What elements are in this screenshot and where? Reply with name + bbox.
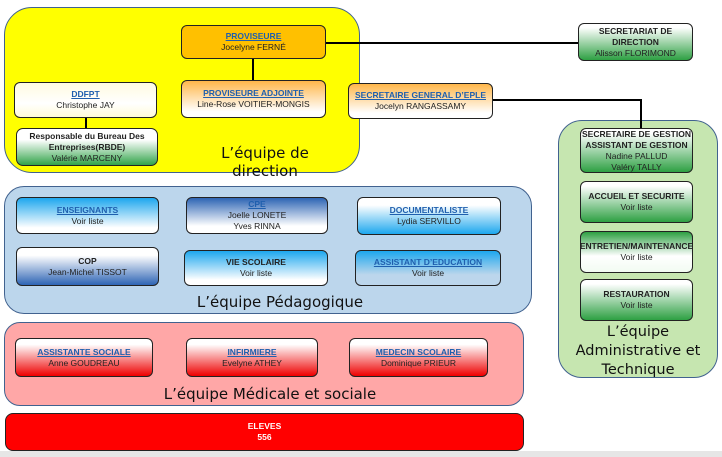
connector-proviseure-adjointe: [252, 58, 254, 81]
secretaire-general-title[interactable]: SECRETAIRE GENERAL D’EPLE: [355, 90, 486, 100]
connector-sg-gestion-h: [492, 99, 642, 101]
cop-title: COP: [78, 255, 97, 266]
assistant-education-title[interactable]: ASSISTANT D’EDUCATION: [373, 257, 483, 267]
restauration-title: RESTAURATION: [603, 289, 670, 299]
cop-name: Jean-Michel TISSOT: [48, 266, 127, 277]
connector-sg-gestion-v: [640, 99, 642, 129]
entretien-maintenance-node[interactable]: ENTRETIEN/MAINTENANCE Voir liste: [580, 231, 693, 273]
secretaire-gestion-name1: Nadine PALLUD: [605, 150, 668, 161]
enseignants-title[interactable]: ENSEIGNANTS: [56, 204, 119, 215]
vie-scolaire-title: VIE SCOLAIRE: [226, 257, 286, 267]
cpe-title[interactable]: CPE: [248, 199, 266, 209]
medecin-scolaire-node[interactable]: MEDECIN SCOLAIRE Dominique PRIEUR: [349, 338, 488, 377]
infirmiere-title[interactable]: INFIRMIERE: [227, 346, 277, 357]
proviseure-adjointe-title[interactable]: PROVISEURE ADJOINTE: [203, 88, 304, 98]
proviseure-adjointe-node[interactable]: PROVISEURE ADJOINTE Line-Rose VOITIER-MO…: [181, 80, 326, 118]
documentaliste-name: Lydia SERVILLO: [397, 216, 461, 226]
connector-ddfpt-rbde: [85, 117, 87, 129]
ddfpt-title[interactable]: DDFPT: [71, 89, 100, 99]
enseignants-node[interactable]: ENSEIGNANTS Voir liste: [16, 197, 159, 234]
assistant-education-node[interactable]: ASSISTANT D’EDUCATION Voir liste: [355, 250, 501, 286]
ddfpt-node[interactable]: DDFPT Christophe JAY: [14, 82, 157, 118]
documentaliste-title[interactable]: DOCUMENTALISTE: [389, 205, 469, 215]
secretaire-gestion-title-line1: SECRETAIRE DE GESTION: [582, 128, 691, 139]
restauration-node[interactable]: RESTAURATION Voir liste: [580, 279, 693, 321]
secretaire-gestion-node[interactable]: SECRETAIRE DE GESTION ASSISTANT DE GESTI…: [580, 128, 693, 173]
assistante-sociale-title[interactable]: ASSISTANTE SOCIALE: [37, 346, 131, 357]
documentaliste-node[interactable]: DOCUMENTALISTE Lydia SERVILLO: [357, 197, 501, 235]
proviseure-title[interactable]: PROVISEURE: [225, 31, 282, 41]
pedagogic-team-label: L’équipe Pédagogique: [196, 293, 364, 311]
administrative-label-line2: Administrative et: [575, 343, 701, 359]
cpe-name1: Joelle LONETE: [227, 210, 287, 220]
restauration-link[interactable]: Voir liste: [620, 300, 653, 310]
infirmiere-name: Evelyne ATHEY: [222, 357, 282, 368]
cop-node[interactable]: COP Jean-Michel TISSOT: [16, 247, 159, 286]
rbde-node[interactable]: Responsable du Bureau Des Entreprises(RB…: [16, 128, 158, 166]
secretariat-direction-node[interactable]: SECRETARIAT DE DIRECTION Alisson FLORIMO…: [578, 23, 693, 61]
rbde-name: Valérie MARCENY: [51, 152, 123, 163]
entretien-maintenance-link[interactable]: Voir liste: [620, 252, 653, 262]
assistant-education-link[interactable]: Voir liste: [411, 268, 445, 278]
cpe-node[interactable]: CPE Joelle LONETE Yves RINNA: [186, 197, 328, 234]
proviseure-adjointe-name: Line-Rose VOITIER-MONGIS: [197, 99, 310, 109]
rbde-title-line2: Entreprises(RBDE): [48, 141, 126, 152]
infirmiere-node[interactable]: INFIRMIERE Evelyne ATHEY: [186, 338, 318, 377]
medecin-scolaire-name: Dominique PRIEUR: [380, 357, 457, 368]
vie-scolaire-link[interactable]: Voir liste: [239, 268, 273, 278]
eleves-node[interactable]: ELEVES 556: [5, 413, 524, 451]
administrative-label-line1: L’équipe: [606, 324, 670, 340]
medecin-scolaire-title[interactable]: MEDECIN SCOLAIRE: [375, 346, 462, 357]
accueil-securite-link[interactable]: Voir liste: [620, 202, 653, 212]
secretaire-general-node[interactable]: SECRETAIRE GENERAL D’EPLE Jocelyn RANGAS…: [348, 83, 493, 119]
medical-team-label: L’équipe Médicale et sociale: [163, 385, 377, 403]
bottom-strip: [0, 451, 722, 457]
accueil-securite-node[interactable]: ACCUEIL ET SECURITE Voir liste: [580, 181, 693, 223]
connector-proviseure-secretariat: [326, 42, 578, 44]
secretaire-general-name: Jocelyn RANGASSAMY: [374, 101, 467, 111]
proviseure-node[interactable]: PROVISEURE Jocelyne FERNÉ: [181, 25, 326, 59]
rbde-title-line1: Responsable du Bureau Des: [29, 130, 145, 141]
administrative-label-line3: Technique: [601, 362, 675, 378]
administrative-team-label: L’équipe Administrative et Technique: [560, 323, 716, 380]
secretariat-direction-title: SECRETARIAT DE DIRECTION: [598, 25, 673, 47]
assistante-sociale-node[interactable]: ASSISTANTE SOCIALE Anne GOUDREAU: [15, 338, 153, 377]
cpe-name2: Yves RINNA: [233, 221, 281, 231]
proviseure-name: Jocelyne FERNÉ: [221, 42, 286, 52]
direction-team-label: L’équipe de direction: [221, 144, 309, 180]
assistante-sociale-name: Anne GOUDREAU: [48, 357, 120, 368]
accueil-securite-title: ACCUEIL ET SECURITE: [588, 191, 685, 201]
eleves-count: 556: [257, 432, 272, 442]
enseignants-link[interactable]: Voir liste: [71, 215, 104, 226]
vie-scolaire-node[interactable]: VIE SCOLAIRE Voir liste: [184, 250, 328, 286]
secretaire-gestion-name2: Valéry TALLY: [611, 161, 662, 172]
secretariat-direction-name: Alisson FLORIMOND: [595, 47, 676, 58]
ddfpt-name: Christophe JAY: [56, 100, 115, 110]
entretien-maintenance-title: ENTRETIEN/MAINTENANCE: [579, 241, 694, 251]
eleves-title: ELEVES: [247, 421, 282, 431]
secretaire-gestion-title-line2: ASSISTANT DE GESTION: [585, 139, 688, 150]
